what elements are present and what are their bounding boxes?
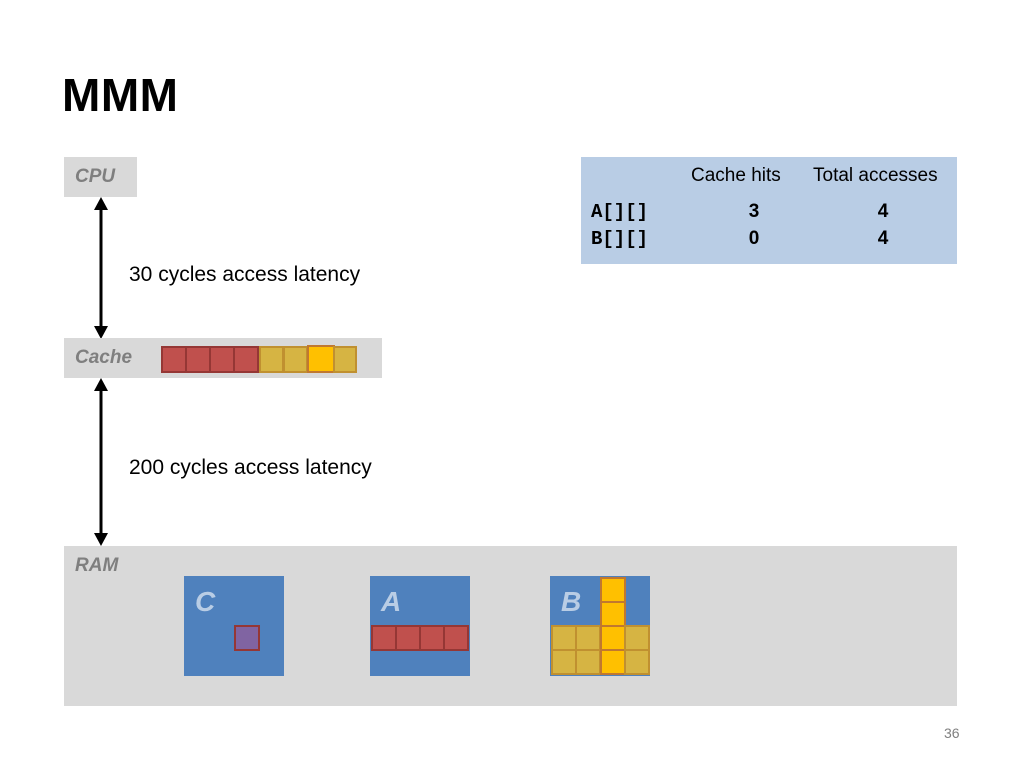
matrix-b: B (550, 576, 650, 676)
matrix-a-row-cell-3 (419, 625, 445, 651)
cache-stats-table: Cache hits Total accesses A[][] 3 4 B[][… (581, 157, 957, 264)
cache-label: Cache (75, 347, 133, 368)
cache-cell-b-1 (259, 346, 284, 373)
matrix-a-row-cell-2 (395, 625, 421, 651)
cache-cell-b-accessed (307, 345, 335, 373)
cache-cell-b-2 (283, 346, 308, 373)
slide-title: MMM (62, 69, 179, 121)
cpu-label: CPU (75, 166, 116, 187)
row-b-total-accesses: 4 (877, 228, 889, 249)
matrix-c-label: C (195, 586, 216, 617)
cache-cell-a-4 (233, 346, 259, 373)
ram-label: RAM (75, 555, 119, 576)
matrix-c: C (184, 576, 284, 676)
row-a-name: A[][] (591, 201, 649, 223)
row-b-cache-hits: 0 (748, 228, 760, 249)
cpu-cache-latency: 30 cycles access latency (129, 263, 361, 286)
matrix-a-label: A (381, 586, 402, 617)
matrix-b-label: B (561, 586, 582, 617)
matrix-a: A (370, 576, 470, 676)
row-b-name: B[][] (591, 228, 649, 250)
cache-ram-latency: 200 cycles access latency (129, 456, 372, 479)
matrix-b-row3-cell-1 (551, 625, 577, 651)
matrix-b-col-cell-3 (600, 625, 626, 651)
matrix-a-row-cell-4 (443, 625, 469, 651)
cache-cell-b-4 (333, 346, 357, 373)
header-total-accesses: Total accesses (813, 165, 938, 186)
cache-cell-a-3 (209, 346, 235, 373)
matrix-b-row3-cell-2 (575, 625, 601, 651)
matrix-a-row-cell-1 (371, 625, 397, 651)
matrix-b-row4-cell-4 (624, 649, 650, 675)
cache-ram-arrow (94, 378, 108, 546)
header-cache-hits: Cache hits (691, 165, 781, 186)
row-a-total-accesses: 4 (877, 201, 889, 222)
matrix-c-element (234, 625, 260, 651)
matrix-b-row3-cell-4 (624, 625, 650, 651)
cpu-cache-arrow (94, 197, 108, 339)
row-a-cache-hits: 3 (748, 201, 760, 222)
page-number: 36 (944, 725, 960, 741)
matrix-b-row4-cell-1 (551, 649, 577, 675)
matrix-b-row4-cell-2 (575, 649, 601, 675)
matrix-b-col-cell-4 (600, 649, 626, 675)
matrix-b-col-cell-2 (600, 601, 626, 627)
cache-cell-a-1 (161, 346, 187, 373)
cpu-box: CPU (64, 157, 137, 197)
cache-cell-a-2 (185, 346, 211, 373)
matrix-b-col-cell-1 (600, 577, 626, 603)
